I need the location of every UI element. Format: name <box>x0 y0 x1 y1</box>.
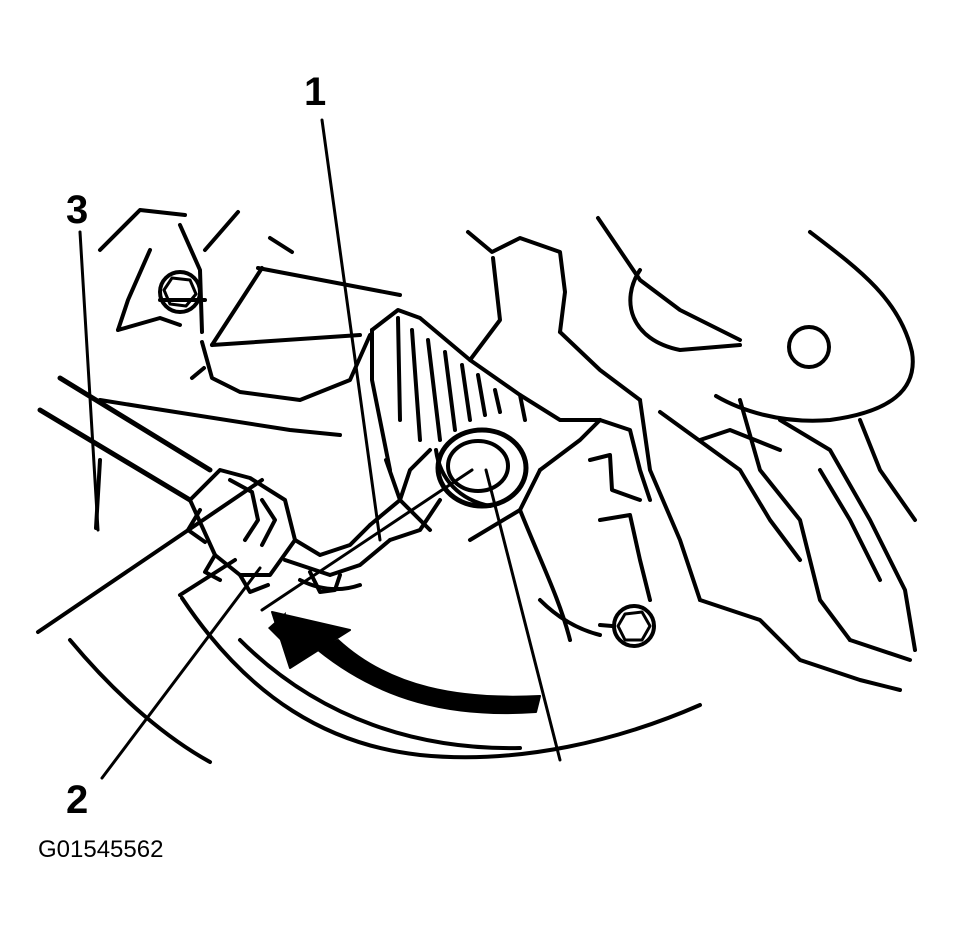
figure-id-label: G01545562 <box>38 836 164 863</box>
lower-right-bolt <box>598 604 656 648</box>
wire-harness-connector <box>186 448 442 594</box>
rotation-arrow <box>268 611 541 715</box>
leader-lines <box>78 118 562 780</box>
sensor-bore <box>434 427 529 509</box>
callout-number-2: 2 <box>66 778 89 822</box>
callout-number-3: 3 <box>66 188 89 232</box>
callout-number-1: 1 <box>304 70 327 114</box>
upper-left-bolt <box>158 270 202 314</box>
upper-right-housing <box>466 216 917 692</box>
sensor-body <box>370 308 652 642</box>
harness-rod <box>37 375 213 503</box>
